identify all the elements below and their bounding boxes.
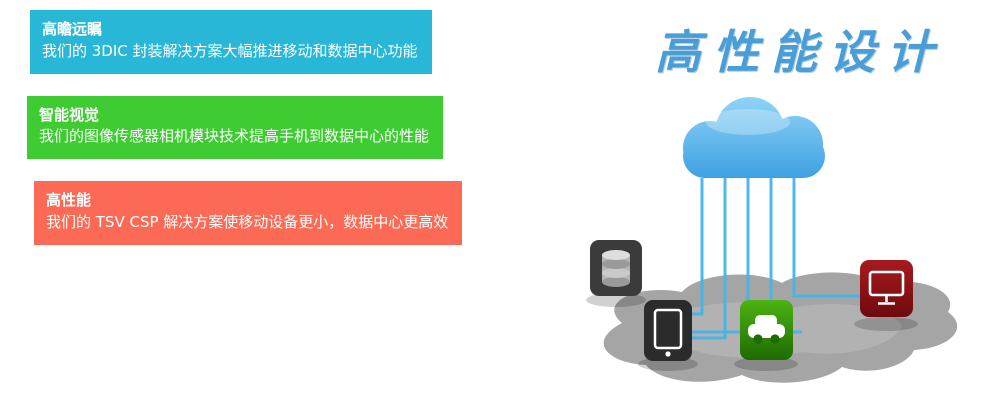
feature-banners: 高瞻远瞩 我们的 3DIC 封装解决方案大幅推进移动和数据中心功能 智能视觉 我… — [27, 10, 590, 267]
banner-title: 智能视觉 — [39, 105, 100, 124]
banner-body: 我们的 3DIC 封装解决方案大幅推进移动和数据中心功能 — [42, 41, 418, 60]
smartphone-icon — [638, 300, 698, 371]
banner-title: 高性能 — [46, 191, 92, 209]
cloud-illustration — [552, 86, 992, 398]
cloud-icon — [683, 97, 825, 178]
car-icon — [734, 300, 798, 371]
banner-body: 我们的图像传感器相机模块技术提高手机到数据中心的性能 — [39, 127, 430, 146]
banner-body: 我们的 TSV CSP 解决方案使移动设备更小，数据中心更高效 — [46, 212, 449, 231]
feature-banner-foresight: 高瞻远瞩 我们的 3DIC 封装解决方案大幅推进移动和数据中心功能 — [30, 10, 432, 74]
monitor-icon — [854, 260, 918, 331]
banner-title: 高瞻远瞩 — [42, 20, 103, 38]
page-title: 高性能设计 — [655, 25, 945, 79]
illustration-svg — [586, 97, 958, 383]
feature-banner-smart-vision: 智能视觉 我们的图像传感器相机模块技术提高手机到数据中心的性能 — [27, 95, 444, 159]
feature-banner-high-performance: 高性能 我们的 TSV CSP 解决方案使移动设备更小，数据中心更高效 — [34, 181, 463, 245]
database-icon — [586, 240, 646, 307]
